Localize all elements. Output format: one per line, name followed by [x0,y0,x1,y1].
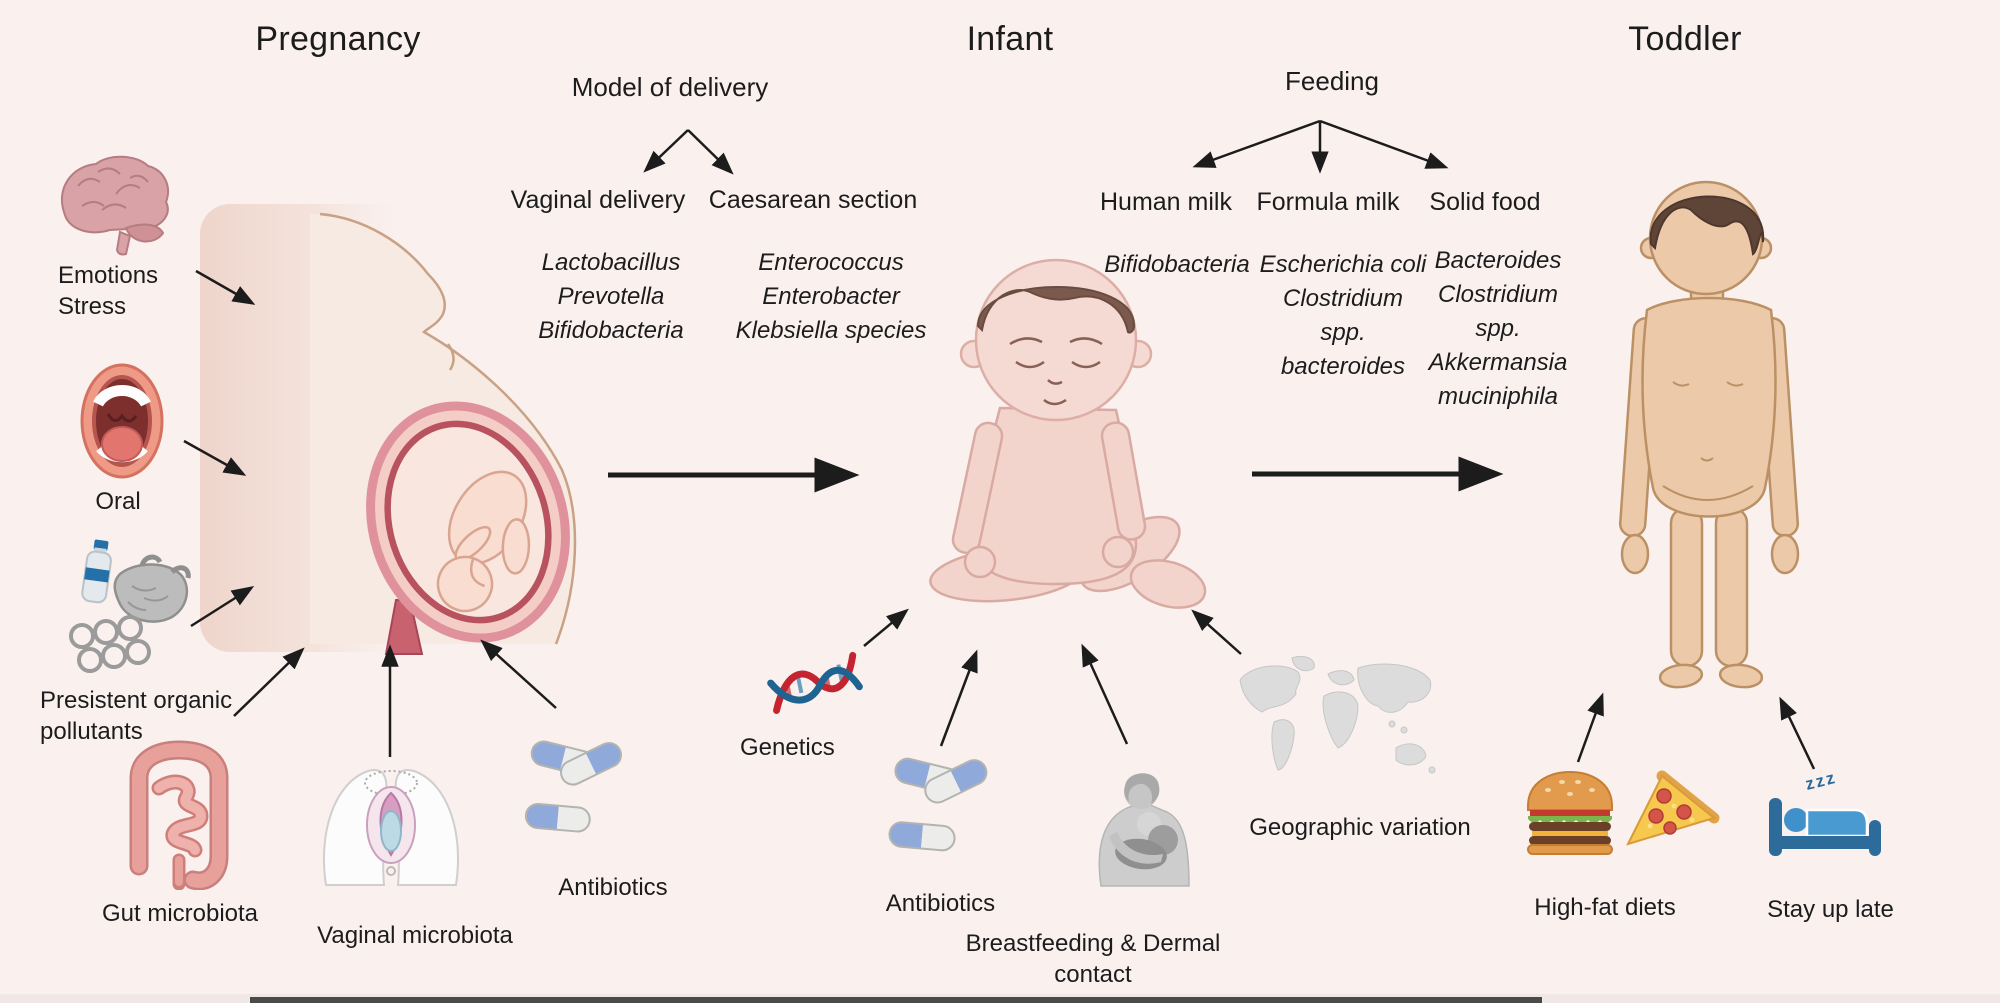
human-milk-bacteria: Bifidobacteria [1092,248,1262,282]
factor-label-antibiotics-pregnancy: Antibiotics [558,874,668,901]
mouth-icon [80,363,164,479]
bed-icon: zzz [1769,768,1881,856]
arrow-high-fat-to-toddler [1576,692,1604,763]
bacteria-item: Bifidobacteria [538,317,684,344]
bacteria-item: Clostridium spp. [1437,281,1559,342]
delivery-branch-vaginal: Vaginal delivery [510,186,686,214]
brain-icon [61,155,169,256]
pollutants-icon [69,539,191,673]
feeding-branch-formula-milk: Formula milk [1256,188,1400,216]
arrow-delivery-caesarean [687,129,734,175]
factor-label-emotions: Emotions Stress [58,262,159,320]
delivery-branch-caesarean: Caesarean section [708,186,918,214]
pills-icon [524,740,622,833]
caesarean-bacteria: Enterococcus Enterobacter Klebsiella spe… [731,246,931,348]
bacteria-item: Akkermansia muciniphila [1428,349,1568,410]
infant-figure [929,258,1207,609]
arrow-antibiotics-to-infant [939,649,978,747]
bottom-divider [250,997,1542,1003]
factor-label-genetics: Genetics [740,734,835,761]
burger-icon [1527,770,1613,855]
feeding-branch-solid-food: Solid food [1429,188,1541,216]
bacteria-item: Prevotella [557,283,665,310]
factor-label-high-fat: High-fat diets [1534,894,1676,921]
factor-label-gut-microbiota: Gut microbiota [101,900,259,927]
pregnant-woman-figure [200,204,577,655]
bacteria-item: Bifidobacteria [1104,251,1250,278]
factor-label-breastfeeding: Breastfeeding & Dermal contact [965,930,1221,988]
solid-food-bacteria: Bacteroides Clostridium spp. Akkermansia… [1412,244,1584,414]
stage-title-infant: Infant [966,20,1054,58]
factor-label-antibiotics-infant: Antibiotics [885,890,996,917]
factor-label-oral: Oral [95,488,141,515]
breastfeeding-icon [1098,773,1190,887]
vulva-icon [322,769,460,886]
arrow-breastfeeding-to-infant [1081,643,1129,745]
bacteria-item: Enterococcus [758,249,904,276]
toddler-figure [1618,180,1800,689]
bacteria-item: Lactobacillus [541,249,681,276]
pizza-icon [1626,770,1720,846]
stage-title-pregnancy: Pregnancy [255,20,421,58]
feeding-branch-human-milk: Human milk [1100,188,1232,216]
world-map-icon [1239,655,1436,774]
arrow-feeding-human-milk [1192,119,1321,168]
delivery-title: Model of delivery [571,72,769,102]
bacteria-item: bacteroides [1280,353,1406,380]
vaginal-delivery-bacteria: Lactobacillus Prevotella Bifidobacteria [526,246,696,348]
intestine-icon [129,740,229,890]
arrow-delivery-vaginal [643,129,689,173]
arrow-stay-up-late-to-toddler [1779,696,1816,770]
bacteria-item: Enterobacter [762,283,900,310]
bacteria-item: Clostridium spp. [1282,285,1404,346]
factor-label-pollutants: Presistent organic pollutants [40,687,233,745]
factor-label-vaginal-microbiota: Vaginal microbiota [317,922,513,949]
feeding-title: Feeding [1285,66,1379,96]
factor-label-geographic: Geographic variation [1249,814,1471,841]
bacteria-item: Escherichia coli [1259,251,1427,278]
sleep-zzz-text: zzz [1803,768,1838,794]
arrow-feeding-solid-food [1319,119,1449,169]
factor-label-stay-up-late: Stay up late [1767,896,1894,923]
formula-milk-bacteria: Escherichia coli Clostridium spp. bacter… [1258,248,1428,384]
stage-title-toddler: Toddler [1628,20,1742,58]
bacteria-item: Bacteroides [1434,247,1562,274]
dna-icon [767,651,863,714]
bacteria-item: Klebsiella species [735,317,927,344]
pills-icon [888,757,988,852]
